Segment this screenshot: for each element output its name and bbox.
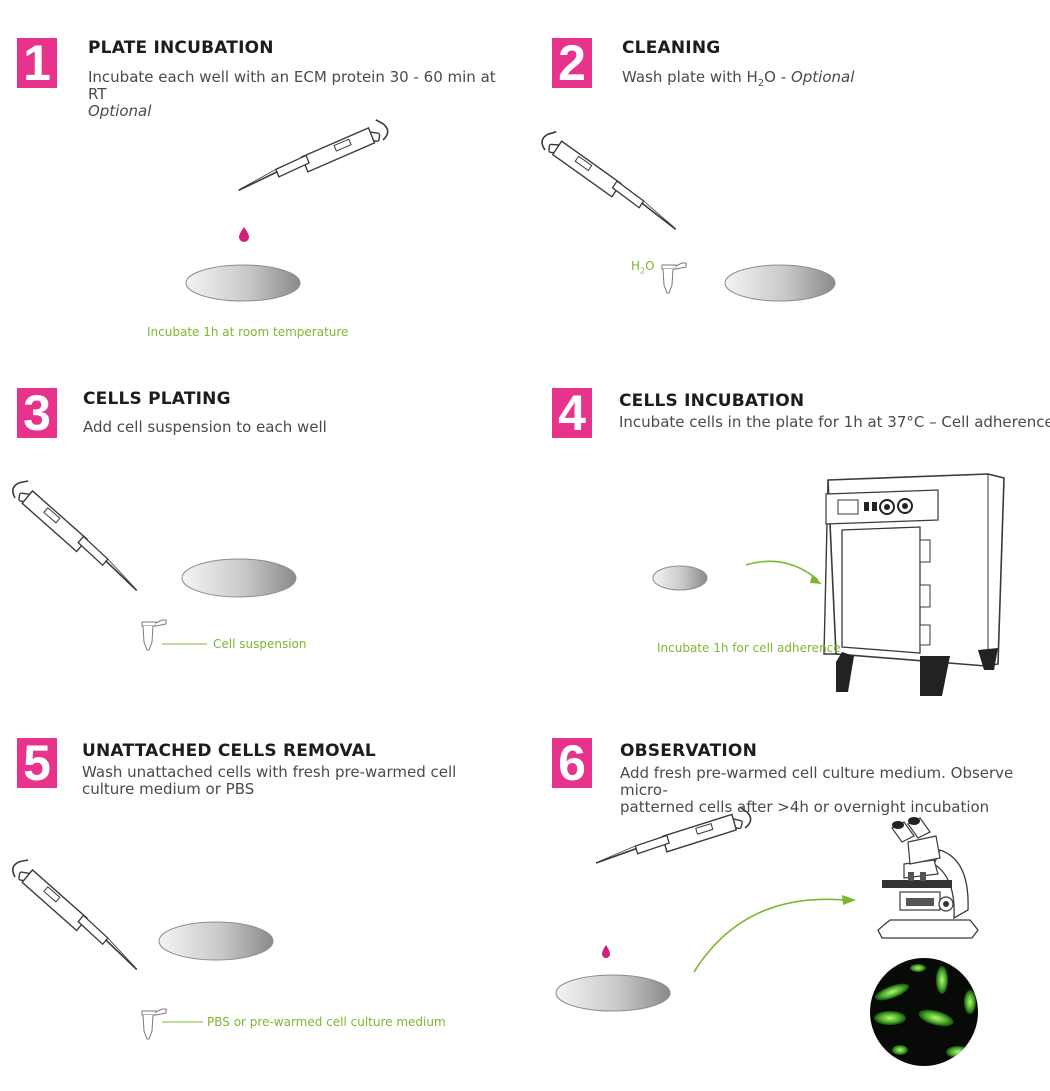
step2-description-optional: Optional	[790, 68, 855, 86]
step3-plate	[181, 558, 297, 598]
step-number-badge-1: 1	[17, 38, 57, 88]
step3-tube-icon	[141, 619, 167, 651]
step1-plate	[185, 264, 301, 302]
step3-label: Cell suspension	[213, 637, 307, 651]
step2-tube-icon	[661, 262, 687, 294]
svg-text:6: 6	[558, 738, 586, 788]
step2-description-suffix: O -	[764, 68, 791, 86]
step1-droplet-icon	[239, 227, 249, 242]
step5-label: PBS or pre-warmed cell culture medium	[207, 1015, 446, 1029]
step6-droplet-icon	[602, 945, 610, 958]
step6-plate	[555, 974, 671, 1012]
svg-text:2: 2	[558, 38, 586, 88]
step1-description-optional: Optional	[88, 102, 152, 120]
step2-description-text: Wash plate with H	[622, 68, 758, 86]
step4-transfer-arrow	[745, 560, 819, 581]
step2-h2o-label: H2O	[631, 259, 655, 275]
step5-plate	[158, 921, 274, 961]
step6-description: Add fresh pre-warmed cell culture medium…	[620, 765, 1045, 816]
step3-pipette-drawing	[0, 477, 154, 592]
step6-description-line1: Add fresh pre-warmed cell culture medium…	[620, 764, 1014, 799]
step5-title: UNATTACHED CELLS REMOVAL	[82, 741, 376, 761]
step-number-badge-3: 3	[17, 388, 57, 438]
step4-label: Incubate 1h for cell adherence	[657, 641, 841, 655]
step4-plate	[652, 565, 708, 591]
step-number-badge-2: 2	[552, 38, 592, 88]
svg-text:5: 5	[23, 738, 51, 788]
svg-text:4: 4	[558, 388, 586, 438]
step5-description: Wash unattached cells with fresh pre-war…	[82, 764, 502, 798]
step1-label: Incubate 1h at room temperature	[147, 325, 349, 339]
step5-description-line2: culture medium or PBS	[82, 780, 255, 798]
step2-title: CLEANING	[622, 38, 721, 58]
svg-text:1: 1	[23, 38, 51, 88]
step6-transfer-arrow	[693, 898, 845, 973]
step2-label-h: H	[631, 259, 641, 273]
step5-description-line1: Wash unattached cells with fresh pre-war…	[82, 763, 457, 781]
step2-pipette-drawing	[535, 129, 683, 231]
step1-title: PLATE INCUBATION	[88, 38, 274, 58]
step2-plate	[724, 264, 836, 302]
step2-description: Wash plate with H2O - Optional	[622, 69, 1022, 92]
step6-title: OBSERVATION	[620, 741, 757, 761]
step1-description: Incubate each well with an ECM protein 3…	[88, 69, 518, 120]
step5-tube-icon	[141, 1008, 167, 1040]
step2-description-sub: 2	[757, 78, 765, 89]
step3-title: CELLS PLATING	[83, 389, 231, 409]
step-number-badge-4: 4	[552, 388, 592, 438]
fluorescent-cells-image	[870, 958, 978, 1066]
step1-description-main: Incubate each well with an ECM protein 3…	[88, 68, 496, 103]
step2-label-sub: 2	[640, 266, 646, 276]
step5-pipette-drawing	[0, 856, 154, 971]
step2-label-o: O	[645, 259, 655, 273]
step-number-badge-6: 6	[552, 738, 592, 788]
step3-description: Add cell suspension to each well	[83, 418, 327, 436]
step-number-badge-5: 5	[17, 738, 57, 788]
step4-description: Incubate cells in the plate for 1h at 37…	[619, 413, 1050, 431]
step6-description-line2: patterned cells after >4h or overnight i…	[620, 798, 990, 816]
incubator-drawing	[823, 473, 1005, 696]
step4-title: CELLS INCUBATION	[619, 391, 805, 411]
microscope-drawing	[877, 817, 979, 939]
svg-text:3: 3	[23, 388, 51, 438]
